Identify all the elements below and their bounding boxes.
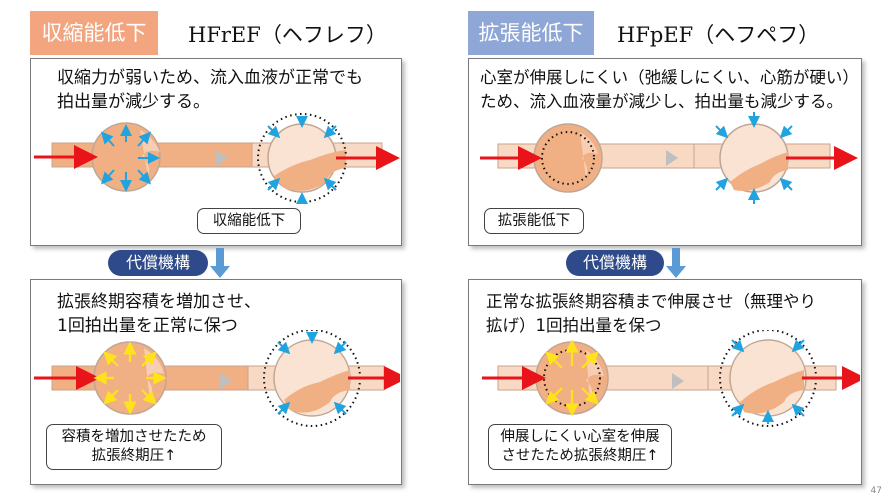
hfpef-mechanism-arrow <box>666 248 686 278</box>
hfref-top-text-1: 収縮力が弱いため、流入血液が正常でも <box>57 68 363 88</box>
hfref-bottom-callout: 容積を増加させたため 拡張終期圧↑ <box>46 424 222 470</box>
hfpef-bottom-text-2: 拡げ）1回拍出量を保つ <box>486 316 662 335</box>
hfref-bottom-text-2: 1回拍出量を正常に保つ <box>57 316 238 336</box>
hfpef-bottom-text-1: 正常な拡張終期容積まで伸展させ（無理やり <box>486 292 816 311</box>
hfpef-bottom-callout-line2: させたため拡張終期圧↑ <box>501 448 659 464</box>
hfpef-top-text-1: 心室が伸展しにくい（弛緩しにくい、心筋が硬い） <box>480 68 859 87</box>
hfref-tag: 収縮能低下 <box>30 11 158 55</box>
hfref-compensation-diagram <box>34 330 400 427</box>
hfpef-mechanism-pill: 代償機構 <box>566 250 664 276</box>
hfpef-title: HFpEF（ヘフペフ） <box>617 23 820 47</box>
hfpef-heart-after <box>693 123 831 193</box>
hfpef-bottom-callout: 伸展しにくい心室を伸展 させたため拡張終期圧↑ <box>488 424 672 470</box>
hfref-systolic-diagram <box>34 113 400 204</box>
hfref-mechanism-arrow <box>210 248 230 278</box>
hfpef-pressure-arrows <box>545 339 599 417</box>
hfref-title: HFrEF（ヘフレフ） <box>188 23 387 47</box>
transition-triangle <box>216 150 228 166</box>
page-number: 47 <box>870 486 882 496</box>
hfref-bottom-callout-line2: 拡張終期圧↑ <box>91 448 177 464</box>
contraction-arrows <box>100 124 160 192</box>
hfref-top-text-2: 拍出量が減少する。 <box>57 92 210 112</box>
hfpef-tag: 拡張能低下 <box>468 11 594 55</box>
hfref-bottom-callout-line1: 容積を増加させたため <box>61 429 207 445</box>
pressure-arrows <box>93 341 167 415</box>
hfpef-top-callout: 拡張能低下 <box>484 208 584 234</box>
stiffness-arrows <box>715 112 793 204</box>
hfref-top-callout: 収縮能低下 <box>197 208 301 234</box>
hfref-bottom-text-1: 拡張終期容積を増加させ、 <box>57 292 261 312</box>
hfpef-bottom-callout-line1: 伸展しにくい心室を伸展 <box>500 429 660 445</box>
hfref-mechanism-pill: 代償機構 <box>108 250 208 276</box>
hfpef-top-text-2: ため、流入血液量が減少し、拍出量も減少する。 <box>480 92 843 111</box>
hfpef-comp-heart-after <box>707 330 837 427</box>
hfpef-compensation-diagram <box>482 330 860 427</box>
hfpef-diastolic-diagram <box>480 112 858 204</box>
